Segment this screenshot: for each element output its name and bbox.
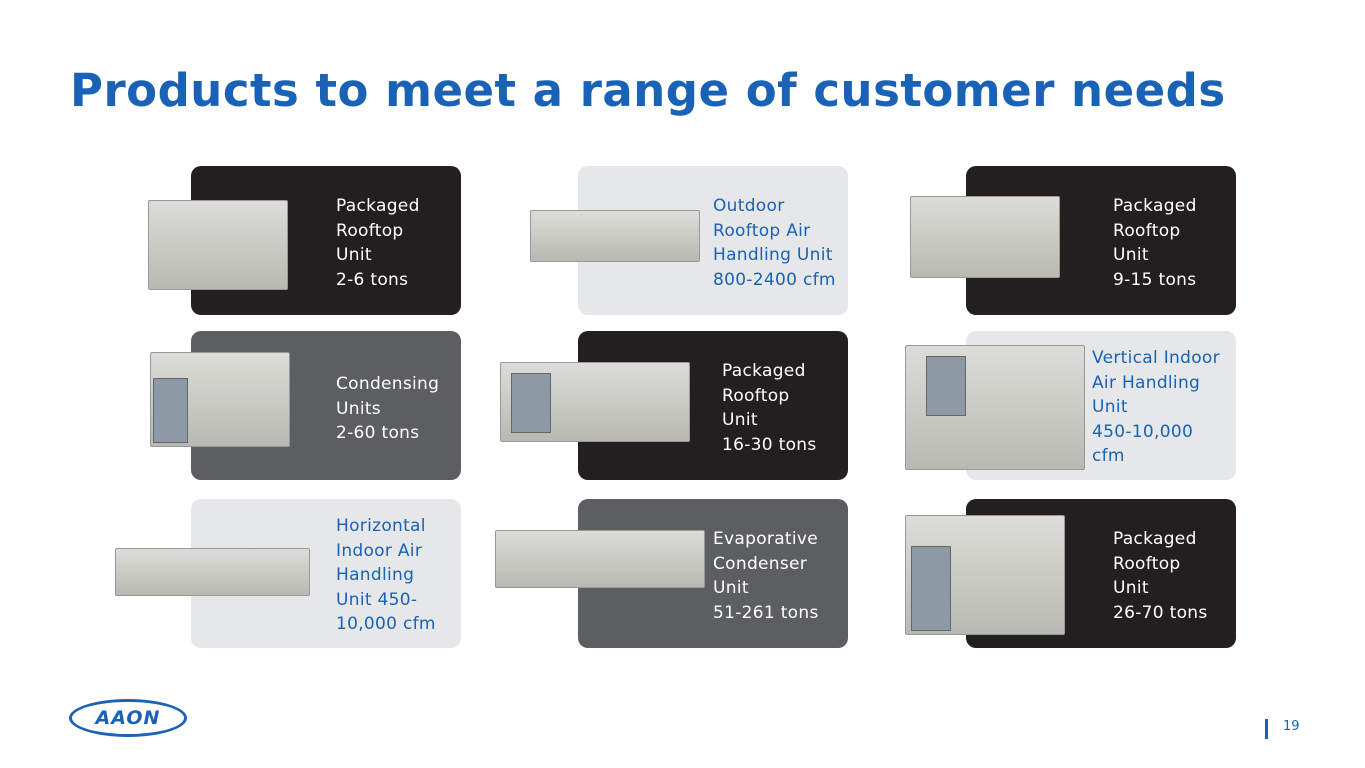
card-text: Packaged Rooftop Unit 16-30 tons [722,361,817,455]
card-text: Horizontal Indoor Air Handling Unit 450-… [336,516,436,634]
logo-text: AAON [95,707,161,729]
product-image-vertical-ahu [905,345,1085,470]
page-number: 19 [1283,719,1300,734]
product-image-condensing-unit [150,352,290,447]
aaon-logo: AAON [69,699,187,737]
card-text: Evaporative Condenser Unit 51-261 tons [713,529,819,623]
product-image-rooftop-16-30 [500,362,690,442]
product-image-evaporative-condenser [495,530,705,588]
product-image-horizontal-ahu [115,548,310,596]
card-text: Vertical Indoor Air Handling Unit 450-10… [1092,348,1220,466]
product-image-outdoor-ahu [530,210,700,262]
slide-title: Products to meet a range of customer nee… [70,64,1226,117]
page-number-divider [1265,719,1268,739]
product-image-rooftop-26-70 [905,515,1065,635]
product-image-rooftop-9-15 [910,196,1060,278]
product-image-rooftop-2-6 [148,200,288,290]
card-text: Packaged Rooftop Unit 9-15 tons [1113,196,1197,290]
card-text: Outdoor Rooftop Air Handling Unit 800-24… [713,196,836,290]
card-horizontal-indoor-ahu: Horizontal Indoor Air Handling Unit 450-… [191,499,461,648]
card-text: Packaged Rooftop Unit 26-70 tons [1113,529,1208,623]
card-text: Condensing Units 2-60 tons [336,374,440,443]
card-text: Packaged Rooftop Unit 2-6 tons [336,196,420,290]
